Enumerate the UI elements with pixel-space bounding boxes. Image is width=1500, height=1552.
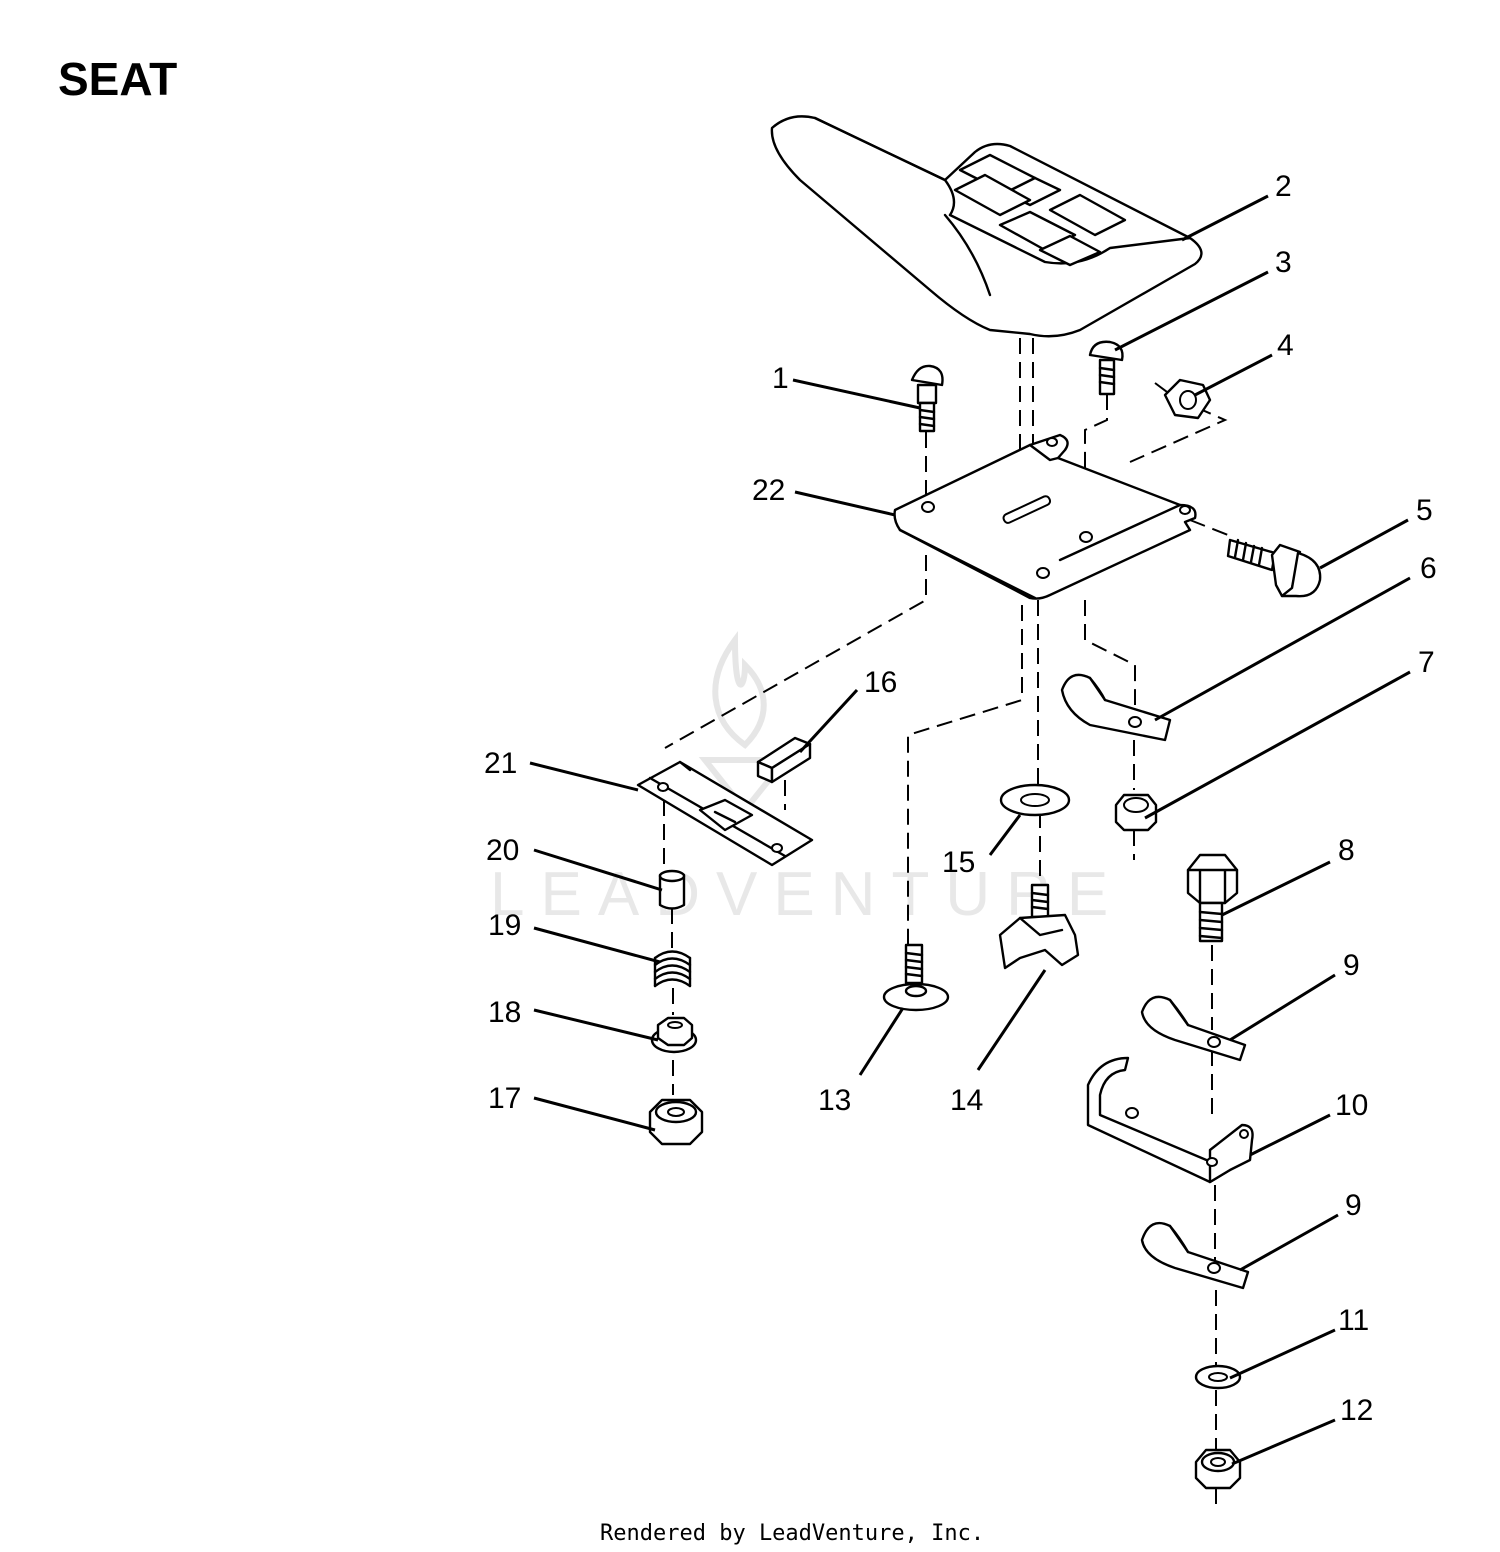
nut-part[interactable] — [1163, 378, 1212, 420]
small-washer-part[interactable] — [1194, 1364, 1242, 1390]
callout-12: 12 — [1340, 1394, 1373, 1427]
callout-1: 1 — [772, 362, 789, 395]
callout-6: 6 — [1420, 552, 1437, 585]
spacer-part[interactable] — [650, 1016, 698, 1054]
screw-part[interactable] — [1088, 340, 1124, 396]
flange-nut-part[interactable] — [648, 1098, 704, 1146]
callout-7: 7 — [1418, 646, 1435, 679]
callout-19: 19 — [488, 909, 521, 942]
hex-head-bolt-part[interactable] — [1186, 853, 1239, 943]
block-part[interactable] — [756, 736, 812, 784]
clip-top-part[interactable] — [1140, 995, 1247, 1062]
pivot-bracket-part[interactable] — [1086, 1056, 1254, 1184]
callout-10: 10 — [1335, 1089, 1368, 1122]
carriage-bolt-part[interactable] — [910, 364, 944, 433]
pin-part[interactable] — [658, 869, 686, 910]
callout-11: 11 — [1338, 1304, 1369, 1337]
callout-labels: 1 2 3 4 5 6 7 8 9 10 9 11 12 13 14 15 16… — [484, 170, 1437, 1427]
slide-bracket-part[interactable] — [636, 760, 814, 867]
watermark: LEADVENTURE — [490, 860, 1124, 929]
seat-pads — [953, 153, 1127, 267]
seat-part[interactable] — [770, 115, 1203, 338]
lock-nut-part[interactable] — [1114, 793, 1158, 832]
callout-15: 15 — [942, 846, 975, 879]
clip-bottom-part[interactable] — [1140, 1221, 1250, 1290]
clip-part[interactable] — [1060, 673, 1172, 742]
callout-21: 21 — [484, 747, 517, 780]
callout-9-bottom: 9 — [1345, 1189, 1362, 1222]
callout-14: 14 — [950, 1084, 983, 1117]
seat-bracket-part[interactable] — [893, 433, 1197, 600]
callout-20: 20 — [486, 834, 519, 867]
callout-8: 8 — [1338, 834, 1355, 867]
callout-4: 4 — [1277, 329, 1294, 362]
shoulder-bolt-part[interactable] — [882, 943, 950, 1012]
page-title: SEAT — [58, 53, 177, 105]
callout-9-top: 9 — [1343, 949, 1360, 982]
hex-bolt-part[interactable] — [1226, 538, 1322, 598]
callout-3: 3 — [1275, 246, 1292, 279]
callout-16: 16 — [864, 666, 897, 699]
leader-lines — [529, 194, 1411, 1466]
callout-22: 22 — [752, 474, 785, 507]
knob-part[interactable] — [998, 883, 1080, 970]
callout-18: 18 — [488, 996, 521, 1029]
spring-part[interactable] — [653, 950, 692, 988]
callout-13: 13 — [818, 1084, 851, 1117]
callout-2: 2 — [1275, 170, 1292, 203]
callout-17: 17 — [488, 1082, 521, 1115]
washer-part[interactable] — [999, 783, 1071, 817]
hex-nut-part[interactable] — [1194, 1448, 1242, 1490]
footer-credit: Rendered by LeadVenture, Inc. — [600, 1521, 984, 1546]
callout-5: 5 — [1416, 494, 1433, 527]
watermark-logo — [698, 630, 792, 815]
